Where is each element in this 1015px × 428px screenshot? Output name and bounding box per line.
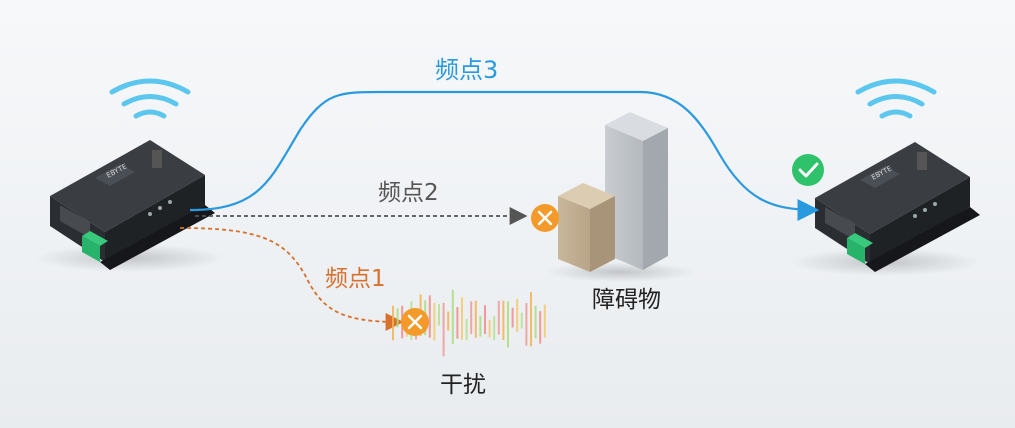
device-receiver: EBYTE <box>790 78 980 276</box>
noise-bar <box>433 303 436 341</box>
noise-bar <box>511 307 514 328</box>
noise-bar <box>479 316 482 337</box>
path-freq3 <box>189 90 820 221</box>
label-freq2: 频点2 <box>378 180 439 206</box>
label-obstacle: 障碍物 <box>592 287 661 313</box>
noise-bar <box>516 298 519 332</box>
noise-bar <box>497 300 500 335</box>
noise-bar <box>484 305 486 334</box>
noise-bar <box>530 292 532 347</box>
noise-bar <box>465 319 468 341</box>
noise-bar <box>507 301 509 348</box>
obstacle-buildings <box>545 112 695 282</box>
noise-bar <box>442 302 445 357</box>
device-transmitter: EBYTE <box>35 78 225 272</box>
noise-bar <box>461 297 463 340</box>
noise-bar <box>502 300 505 341</box>
noise-bar <box>470 301 473 335</box>
noise-bar <box>543 304 546 338</box>
noise-bar <box>396 308 399 328</box>
noise-bar <box>520 312 523 329</box>
noise-bar <box>392 305 394 341</box>
wifi-signal-icon <box>855 78 937 119</box>
path-freq1 <box>179 227 404 331</box>
label-freq3: 频点3 <box>435 56 498 84</box>
noise-bar <box>438 304 440 326</box>
check-circle-icon <box>792 154 824 186</box>
x-circle-icon <box>531 204 559 232</box>
noise-bar <box>428 295 431 338</box>
noise-bar <box>474 300 477 338</box>
x-circle-icon <box>401 308 429 336</box>
noise-bar <box>488 320 491 338</box>
noise-bar <box>451 289 454 345</box>
noise-bar <box>456 307 459 339</box>
noise-bar <box>525 303 528 346</box>
noise-bar <box>539 311 542 344</box>
label-freq1: 频点1 <box>325 266 386 292</box>
noise-bar <box>534 305 537 339</box>
wifi-signal-icon <box>109 78 191 119</box>
label-interference: 干扰 <box>440 372 486 398</box>
noise-bar <box>447 311 450 331</box>
noise-bar <box>493 316 496 341</box>
